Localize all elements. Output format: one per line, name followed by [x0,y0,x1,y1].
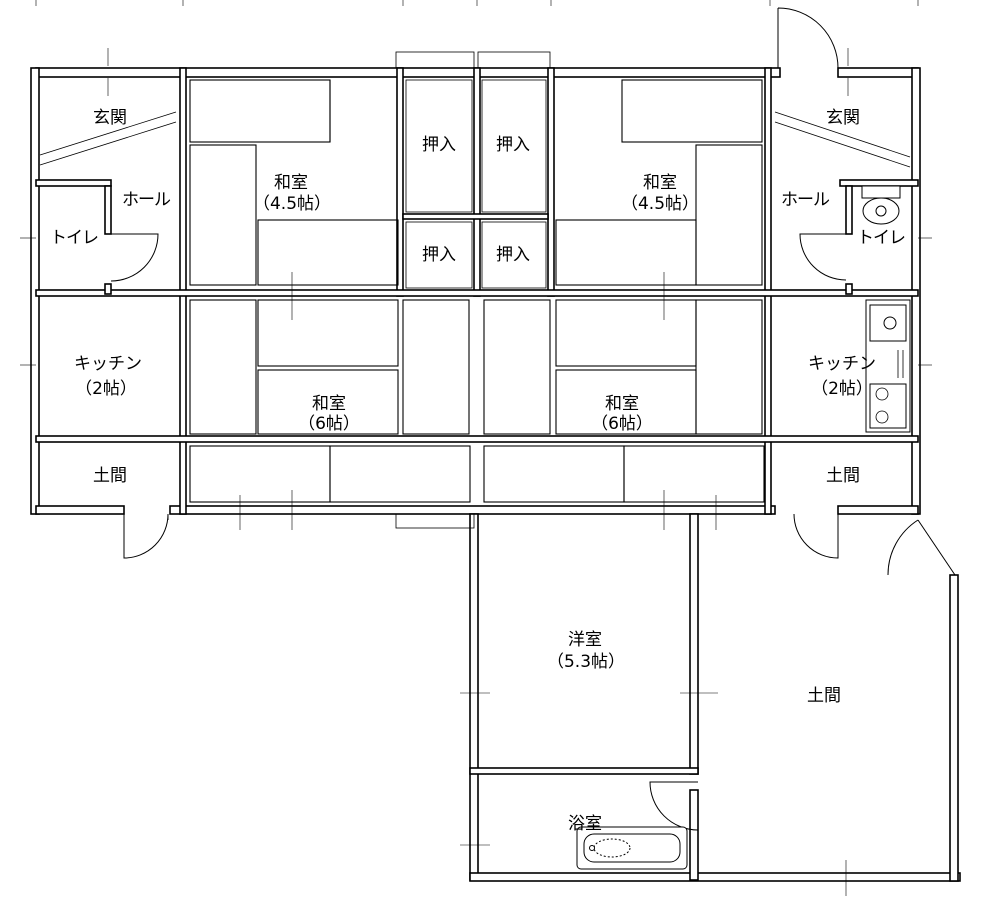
label-hall-left: ホール [122,190,171,210]
genkan-steps [39,111,911,168]
label-genkan-right: 玄関 [826,108,860,128]
label-doma-large: 土間 [807,686,841,706]
label-genkan-left: 玄関 [93,108,127,128]
tatami-right-45 [555,79,763,286]
label-washitsu45-left-name: 和室 [274,173,308,193]
label-hall-right: ホール [781,190,830,210]
label-washitsu6-left-name: 和室 [312,394,346,414]
label-oshiire-2: 押入 [496,135,530,155]
tatami-left-45 [189,79,399,286]
top-dimension-ticks [35,0,919,6]
label-washitsu45-left-size: （4.5帖） [253,194,331,214]
label-doma-right: 土間 [826,466,860,486]
oshiire-panels [395,51,551,529]
label-doma-left: 土間 [93,466,127,486]
label-oshiire-4: 押入 [496,245,530,265]
label-oshiire-3: 押入 [422,245,456,265]
bathtub [576,826,688,870]
label-oshiire-1: 押入 [422,135,456,155]
interior-walls [35,67,919,515]
label-youshitsu-size: （5.3帖） [547,652,625,672]
label-bathroom: 浴室 [568,814,602,834]
label-kitchen-left-size: （2帖） [75,379,137,399]
label-washitsu6-right-name: 和室 [605,394,639,414]
tatami-left-6 [189,299,471,503]
label-kitchen-right-name: キッチン [808,354,876,374]
label-washitsu45-right-name: 和室 [643,173,677,193]
label-youshitsu-name: 洋室 [568,630,602,650]
label-kitchen-right-size: （2帖） [811,379,873,399]
label-kitchen-left-name: キッチン [74,354,142,374]
label-toilet-right: トイレ [857,228,905,248]
kitchen-counter [865,299,911,433]
label-washitsu6-left-size: （6帖） [298,414,360,434]
label-washitsu45-right-size: （4.5帖） [621,194,699,214]
room-labels: 玄関 玄関 ホール ホール トイレ トイレ キッチン （2帖） キッチン （2帖… [50,108,906,834]
tatami-right-6 [483,299,765,503]
label-toilet-left: トイレ [50,228,98,248]
grid-markers [20,48,932,896]
doors [110,7,956,831]
label-washitsu6-right-size: （6帖） [591,414,653,434]
toilet-fixture [861,185,901,225]
